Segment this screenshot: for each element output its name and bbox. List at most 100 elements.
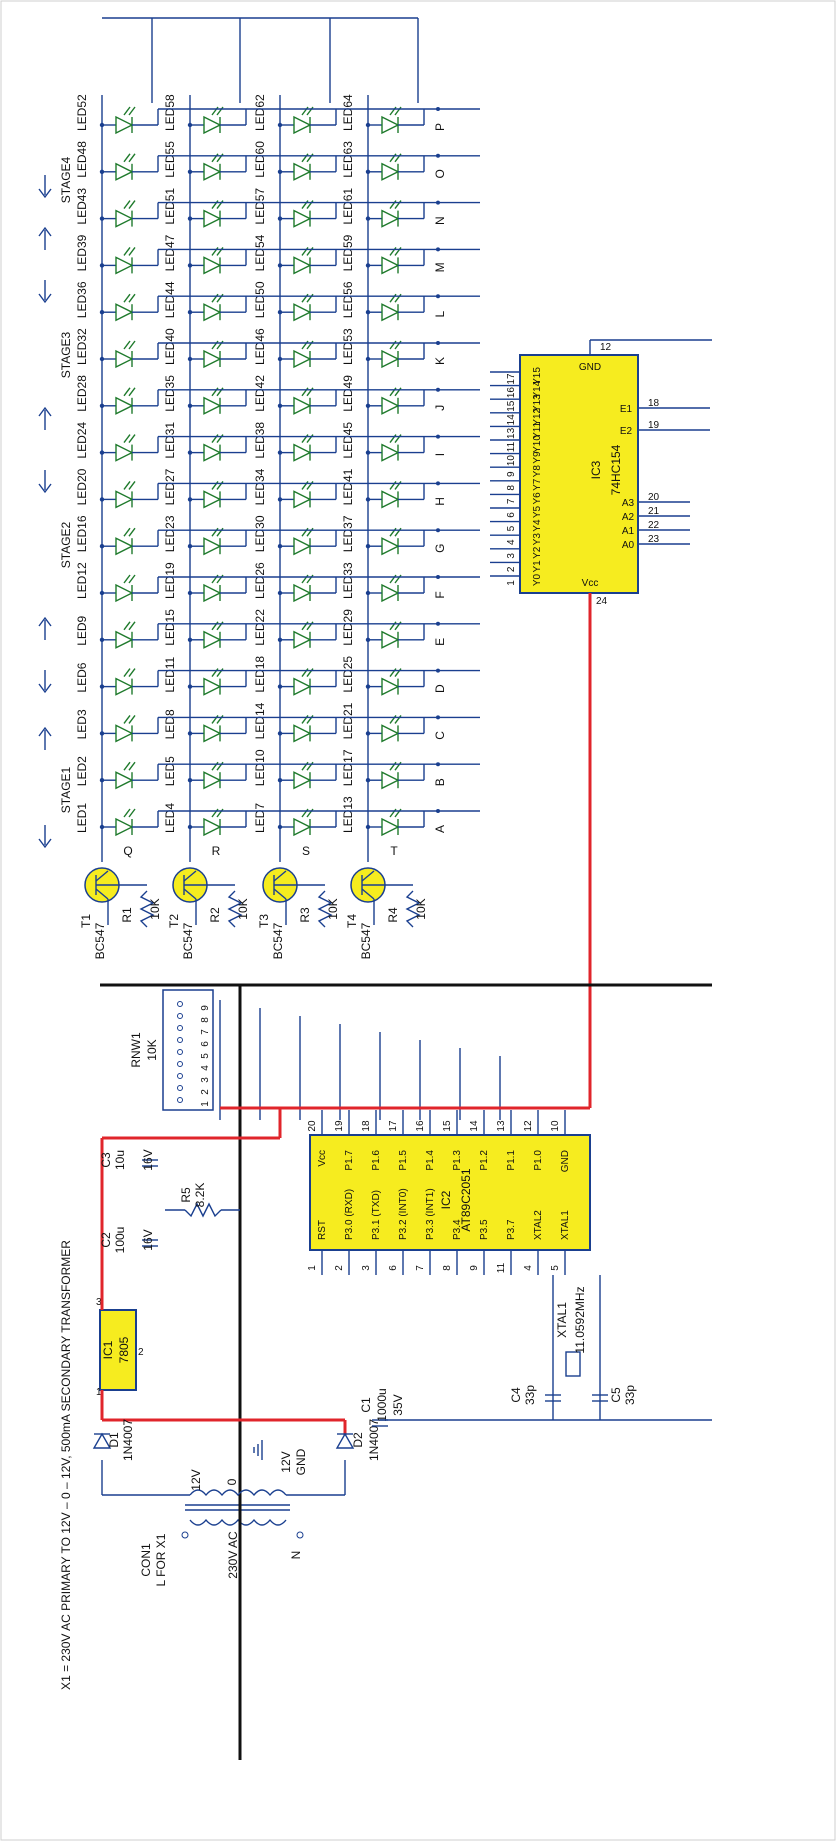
led bbox=[277, 480, 337, 509]
ic2-pin-name: XTAL1 bbox=[560, 1210, 571, 1240]
led-body bbox=[203, 396, 222, 415]
ic2-pin: 10 bbox=[550, 1120, 561, 1132]
capacitor-c2 bbox=[142, 1239, 158, 1247]
led bbox=[187, 434, 247, 462]
row-letter: J bbox=[433, 405, 447, 411]
junction bbox=[99, 731, 105, 736]
c5-value: 33p bbox=[623, 1385, 637, 1405]
led-body bbox=[203, 677, 222, 696]
resistor-ref: R4 bbox=[386, 907, 400, 923]
resistor bbox=[139, 890, 155, 928]
c1-value: 1000u bbox=[375, 1388, 389, 1421]
ic3-ref: IC3 bbox=[589, 460, 603, 479]
ic3-pin: 20 bbox=[648, 492, 660, 503]
con1-sub: L FOR X1 bbox=[154, 1533, 168, 1586]
junction bbox=[187, 403, 193, 408]
led-label: LED45 bbox=[341, 422, 355, 459]
diode-body bbox=[92, 1432, 112, 1449]
v12-label: 12V bbox=[279, 1451, 293, 1472]
led-body bbox=[203, 115, 222, 135]
led-label: LED11 bbox=[163, 656, 177, 692]
junction bbox=[187, 778, 193, 783]
led bbox=[99, 808, 159, 837]
led-arrow bbox=[123, 340, 131, 350]
led bbox=[99, 527, 159, 556]
led-body bbox=[381, 630, 400, 649]
led-label: LED56 bbox=[341, 281, 355, 318]
ic1-part: 7805 bbox=[117, 1336, 131, 1363]
ic3-pin: 14 bbox=[506, 414, 517, 426]
led-label: LED1 bbox=[75, 803, 89, 833]
led-label: LED41 bbox=[341, 468, 355, 505]
ic2-pin-name: P3.1 (TXD) bbox=[371, 1190, 382, 1240]
led-label: LED28 bbox=[75, 375, 89, 412]
led-arrow bbox=[128, 387, 136, 397]
ic3-pin: 3 bbox=[506, 553, 517, 559]
transistor-type: BC547 bbox=[359, 922, 373, 959]
ic3-pin: 11 bbox=[506, 441, 517, 452]
rnw1-pin: 3 bbox=[200, 1077, 211, 1083]
led-body bbox=[381, 162, 400, 181]
ic2-pin: 12 bbox=[523, 1120, 534, 1132]
led-body bbox=[203, 256, 222, 275]
ic2-body bbox=[309, 1134, 591, 1251]
row-letter: D bbox=[433, 684, 447, 693]
arrow-head bbox=[38, 616, 52, 627]
led bbox=[187, 293, 247, 322]
junction bbox=[436, 153, 440, 158]
ic1-body bbox=[99, 1309, 137, 1391]
stage-label: STAGE2 bbox=[59, 521, 73, 568]
ic2-pin: 14 bbox=[469, 1120, 480, 1132]
led bbox=[277, 293, 337, 322]
junction bbox=[365, 450, 371, 455]
transformer-secondary bbox=[189, 1489, 287, 1497]
rnw1-pin-dot bbox=[177, 1001, 183, 1007]
led-body bbox=[381, 396, 400, 415]
junction bbox=[277, 216, 283, 221]
junction bbox=[99, 356, 105, 362]
led-label: LED23 bbox=[163, 515, 177, 552]
stage-label: STAGE3 bbox=[59, 331, 73, 378]
led bbox=[99, 668, 159, 696]
junction bbox=[187, 450, 193, 455]
led-label: LED36 bbox=[75, 281, 89, 318]
led-label: LED35 bbox=[163, 375, 177, 412]
junction bbox=[436, 107, 440, 111]
ic1-pin: 3 bbox=[96, 1297, 102, 1308]
row-letter: B bbox=[433, 778, 447, 786]
led-body bbox=[381, 817, 400, 837]
led-label: LED16 bbox=[75, 515, 89, 552]
ic3-gnd-label: GND bbox=[579, 362, 601, 373]
ic3-output: Y8 bbox=[532, 465, 543, 478]
ic3-pin: 12 bbox=[600, 342, 612, 353]
junction bbox=[187, 310, 193, 315]
led-label: LED32 bbox=[75, 328, 89, 365]
junction bbox=[365, 684, 371, 689]
led-label: LED29 bbox=[341, 609, 355, 646]
ic3-output: Y10 bbox=[532, 435, 543, 453]
ic2-pin-name: P3.2 (INT0) bbox=[398, 1188, 409, 1240]
wire bbox=[273, 870, 287, 882]
led-body bbox=[293, 162, 312, 181]
ic2-pin: 11 bbox=[496, 1262, 507, 1273]
led-body bbox=[203, 349, 222, 369]
led-arrow bbox=[123, 200, 131, 210]
led-body bbox=[381, 256, 400, 275]
junction bbox=[436, 200, 440, 205]
junction bbox=[187, 684, 193, 689]
ic3-output: Y2 bbox=[532, 546, 543, 559]
c1-voltage: 35V bbox=[391, 1394, 405, 1415]
row-letter: F bbox=[433, 591, 447, 598]
junction bbox=[436, 668, 440, 673]
node-label: Q bbox=[123, 844, 132, 858]
led-arrow bbox=[123, 714, 131, 724]
led-body bbox=[293, 396, 312, 415]
junction bbox=[187, 544, 193, 549]
wire bbox=[95, 888, 109, 900]
junction bbox=[187, 637, 193, 642]
junction bbox=[277, 403, 283, 408]
ic3-pin: 4 bbox=[506, 539, 517, 545]
